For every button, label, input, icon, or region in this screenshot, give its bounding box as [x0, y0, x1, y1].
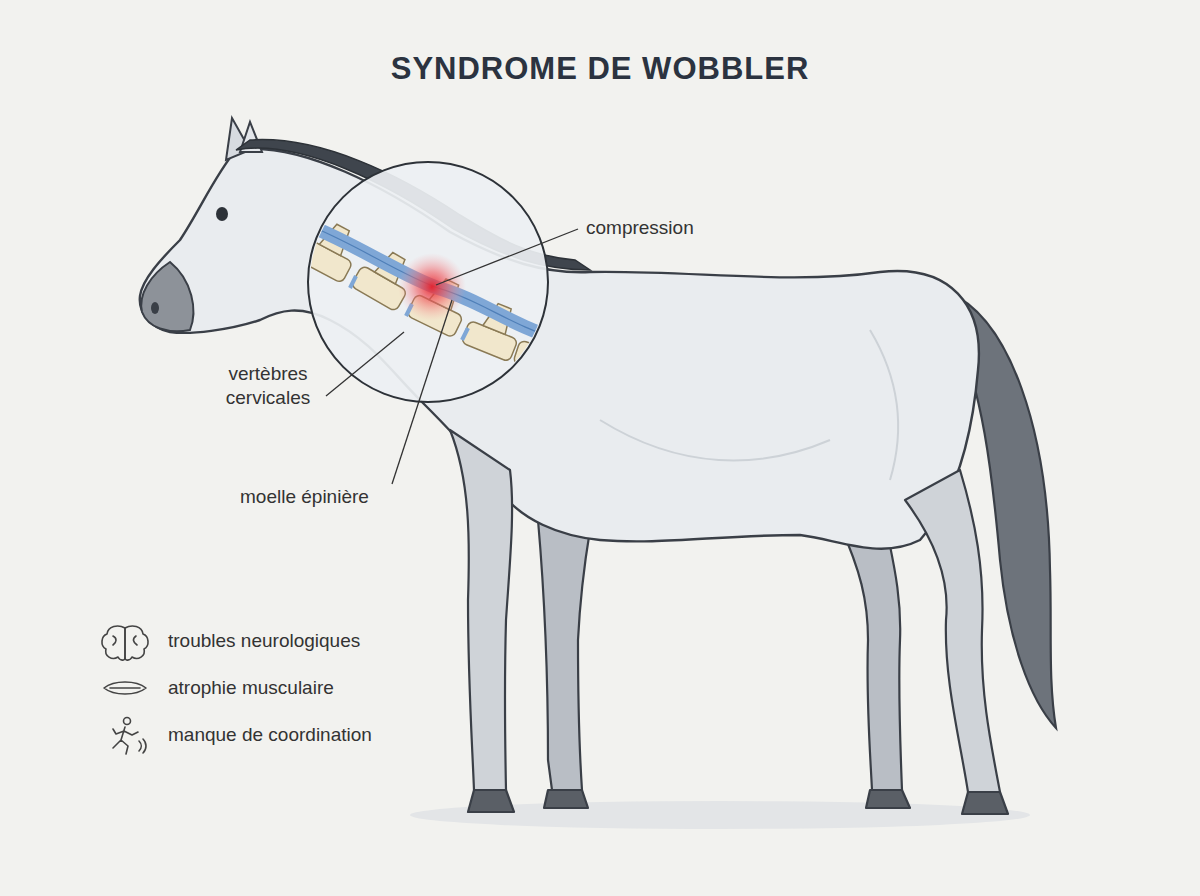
cervical-spine — [296, 215, 578, 379]
legend-text: troubles neurologiques — [168, 629, 360, 653]
eye — [216, 207, 228, 221]
coordination-icon — [113, 718, 146, 755]
body-shading — [870, 330, 898, 480]
spinal-cord — [300, 222, 560, 340]
nostril — [151, 302, 159, 314]
compression-glow — [398, 253, 466, 321]
horse-body — [140, 149, 979, 549]
muzzle — [141, 262, 193, 331]
part-label: compression — [586, 216, 694, 240]
brain-icon — [102, 626, 148, 660]
part-label: moelle épinière — [240, 485, 369, 509]
spinal-cord-edge — [300, 222, 560, 340]
near-legs — [450, 430, 1008, 814]
magnifier-lens — [308, 162, 548, 402]
diagram-title: SYNDROME DE WOBBLER — [0, 50, 1200, 89]
body-shading — [600, 420, 830, 460]
leader-lines — [326, 229, 578, 484]
legend-text: manque de coordination — [168, 723, 372, 747]
part-label: vertèbres cervicales — [212, 362, 324, 410]
far-legs — [538, 520, 910, 808]
legend-text: atrophie musculaire — [168, 676, 334, 700]
muscle-icon — [104, 682, 146, 694]
